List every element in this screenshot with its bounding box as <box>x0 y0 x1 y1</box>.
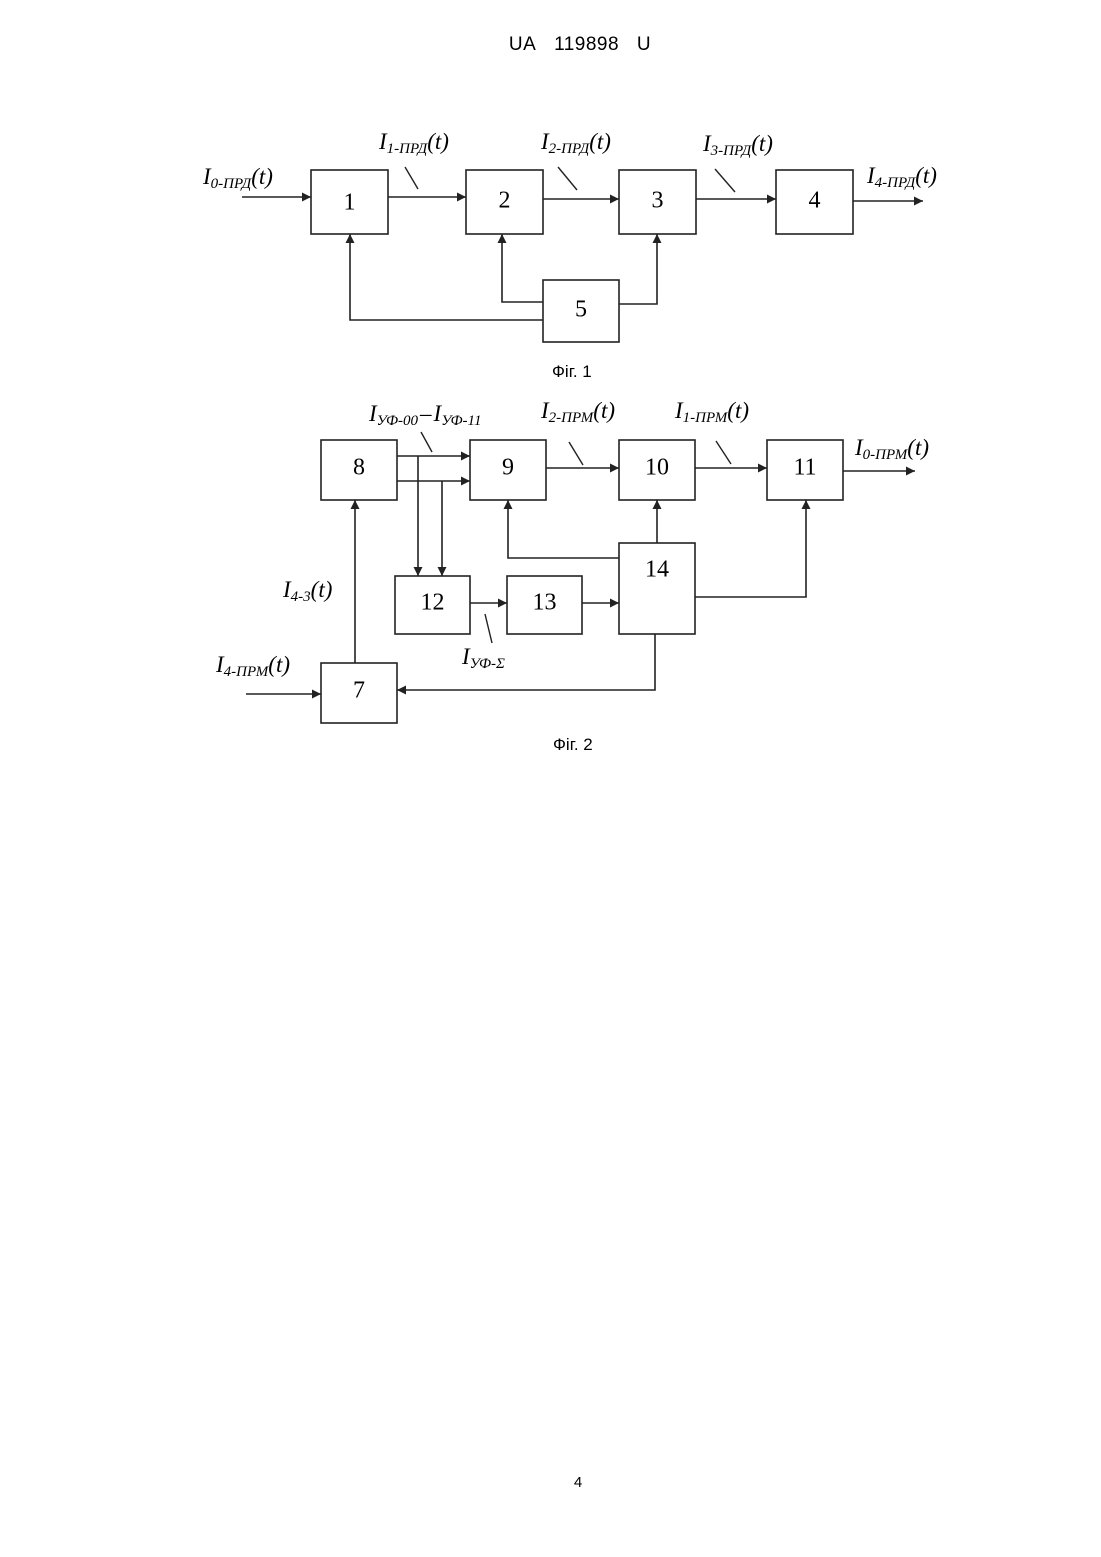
block-3-label: 3 <box>652 188 664 214</box>
block-12-label: 12 <box>421 590 445 616</box>
arrow-5-3 <box>619 234 657 304</box>
figure-2: 8 9 10 11 12 13 14 7 <box>215 398 929 723</box>
arrow-5-2 <box>502 234 543 302</box>
signal-i1-prm: I1-ПРМ(t) <box>674 398 749 426</box>
block-7: 7 <box>321 663 397 723</box>
tick-s2 <box>558 167 577 190</box>
block-2: 2 <box>466 170 543 234</box>
block-14: 14 <box>619 543 695 634</box>
block-13-label: 13 <box>533 590 557 616</box>
signal-i0-prd: I0-ПРД(t) <box>202 164 273 192</box>
block-7-label: 7 <box>353 678 365 704</box>
tick-p1 <box>716 441 731 464</box>
arrow-14-9 <box>508 500 619 558</box>
block-4-label: 4 <box>809 188 821 214</box>
signal-i4-prm: I4-ПРМ(t) <box>215 652 290 680</box>
signal-i4-3: I4-3(t) <box>282 577 332 605</box>
arrow-5-1 <box>350 234 543 320</box>
figure-2-caption: Фіг. 2 <box>553 735 593 755</box>
signal-iuf-sum: IУФ-Σ <box>461 644 505 672</box>
figure-1: 1 2 3 4 5 I0-ПРД(t) I1 <box>202 129 937 342</box>
tick-ufsum <box>485 614 492 643</box>
block-9-label: 9 <box>502 455 514 481</box>
block-10-label: 10 <box>645 455 669 481</box>
signal-i4-prd: I4-ПРД(t) <box>866 163 937 191</box>
tick-s3 <box>715 169 735 192</box>
block-5: 5 <box>543 280 619 342</box>
block-1: 1 <box>311 170 388 234</box>
tick-s1 <box>405 167 418 189</box>
signal-i2-prm: I2-ПРМ(t) <box>540 398 615 426</box>
signal-iuf-range: IУФ-00–IУФ-11 <box>368 401 481 429</box>
block-9: 9 <box>470 440 546 500</box>
block-1-label: 1 <box>344 190 356 216</box>
signal-i1-prd: I1-ПРД(t) <box>378 129 449 157</box>
block-10: 10 <box>619 440 695 500</box>
block-5-label: 5 <box>575 297 587 323</box>
block-3: 3 <box>619 170 696 234</box>
block-2-label: 2 <box>499 188 511 214</box>
figure-1-caption: Фіг. 1 <box>552 362 592 382</box>
block-14-label: 14 <box>645 557 669 583</box>
signal-i2-prd: I2-ПРД(t) <box>540 129 611 157</box>
page-number: 4 <box>0 1474 1101 1491</box>
block-8: 8 <box>321 440 397 500</box>
block-4: 4 <box>776 170 853 234</box>
signal-i3-prd: I3-ПРД(t) <box>702 131 773 159</box>
tick-p2 <box>569 442 583 465</box>
tick-uf <box>421 432 432 452</box>
block-13: 13 <box>507 576 582 634</box>
block-8-label: 8 <box>353 455 365 481</box>
signal-i0-prm: I0-ПРМ(t) <box>854 435 929 463</box>
block-11: 11 <box>767 440 843 500</box>
block-11-label: 11 <box>793 455 816 481</box>
arrow-14-7 <box>397 634 655 690</box>
arrow-14-11 <box>695 500 806 597</box>
block-12: 12 <box>395 576 470 634</box>
